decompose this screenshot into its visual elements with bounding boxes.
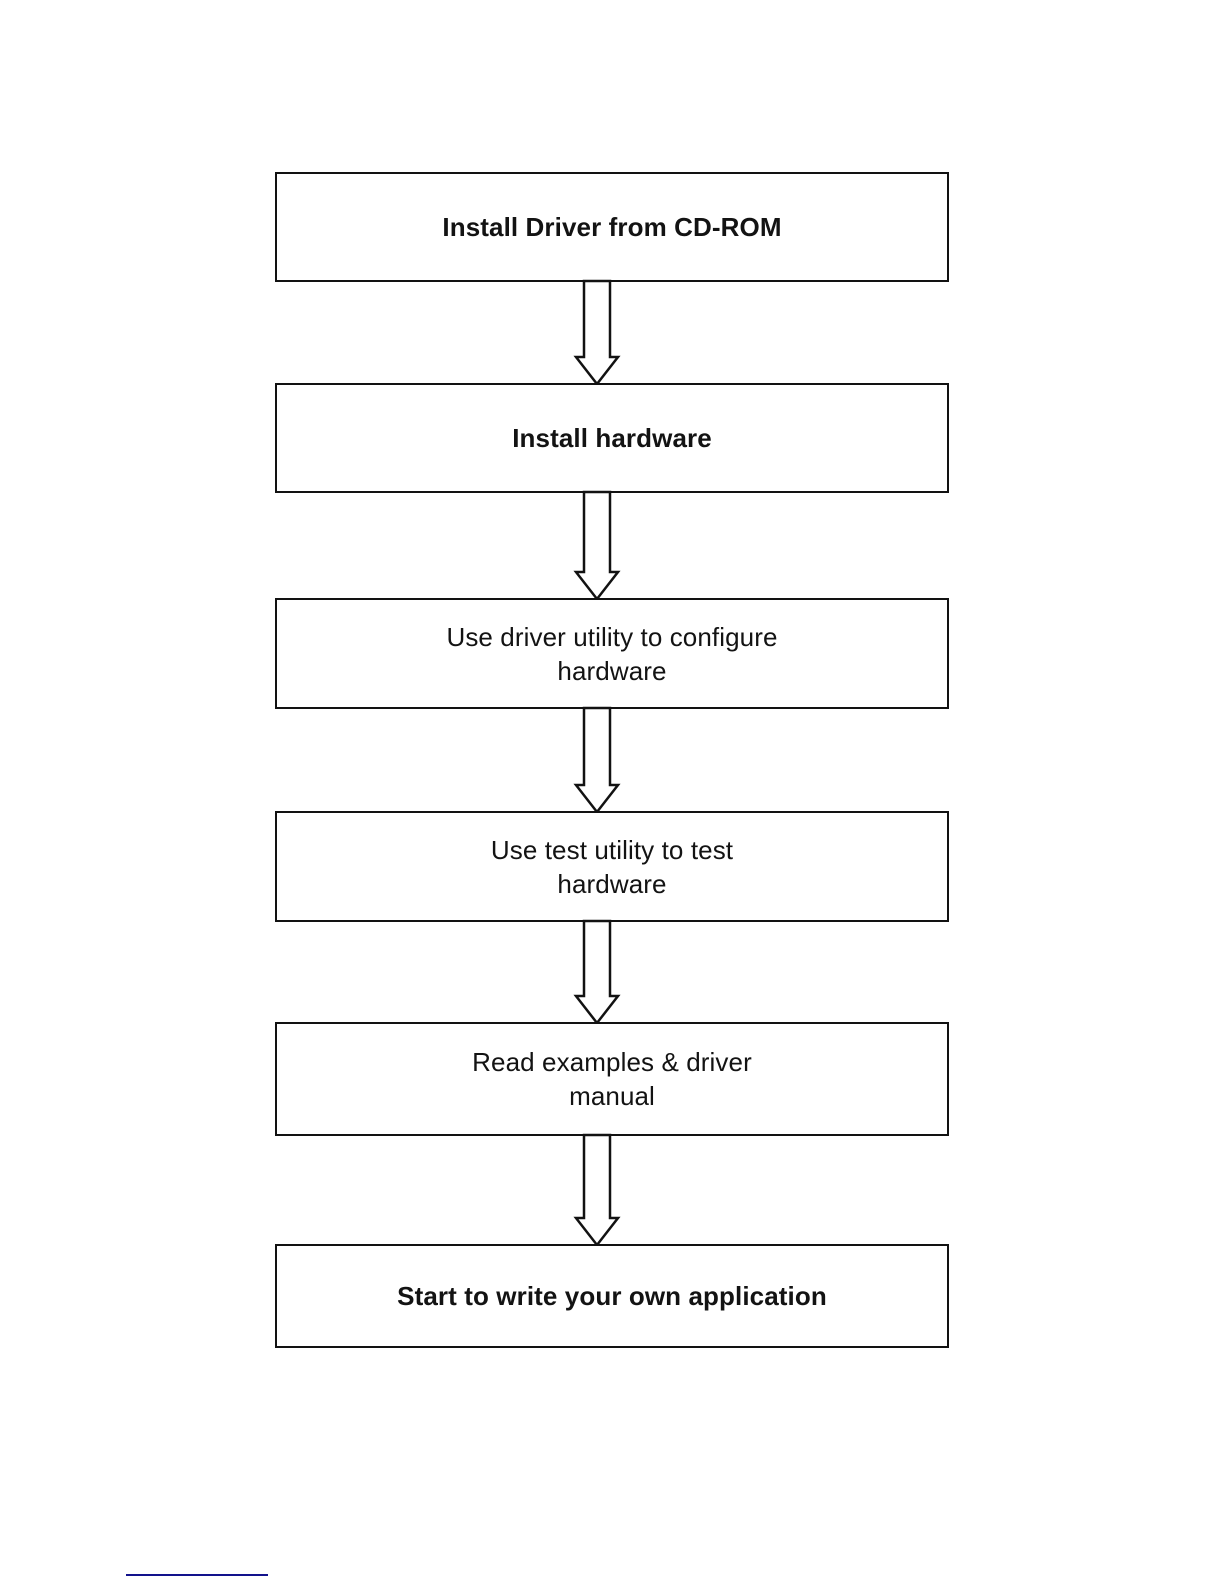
flowchart-node-label: Use driver utility to configure hardware — [446, 621, 778, 686]
block-arrow-down-icon — [573, 706, 621, 815]
flowchart-connector-arrow-1 — [0, 279, 1224, 387]
flowchart-node-label: Install Driver from CD-ROM — [442, 212, 782, 242]
flowchart-connector-arrow-2 — [0, 490, 1224, 602]
flowchart-node-label: Start to write your own application — [397, 1281, 827, 1311]
flowchart-connector-arrow-4 — [0, 919, 1224, 1026]
flowchart-node-read-examples-and-driver-manual: Read examples & driver manual — [275, 1022, 949, 1136]
flowchart-connector-arrow-5 — [0, 1133, 1224, 1248]
flowchart-node-use-test-utility-to-test-hardware: Use test utility to test hardware — [275, 811, 949, 922]
footer-divider-rule — [126, 1574, 268, 1576]
flowchart-node-label: Use test utility to test hardware — [490, 834, 734, 899]
flowchart-node-install-hardware: Install hardware — [275, 383, 949, 493]
flowchart-node-start-to-write-your-own-application: Start to write your own application — [275, 1244, 949, 1348]
flowchart-node-label: Read examples & driver manual — [472, 1047, 752, 1111]
flowchart-node-use-driver-utility-to-configure-hardware: Use driver utility to configure hardware — [275, 598, 949, 709]
flowchart-node-install-driver-from-cd-rom: Install Driver from CD-ROM — [275, 172, 949, 282]
block-arrow-down-icon — [573, 490, 621, 602]
flowchart-connector-arrow-3 — [0, 706, 1224, 815]
block-arrow-down-icon — [573, 279, 621, 387]
block-arrow-down-icon — [573, 1133, 621, 1248]
block-arrow-down-icon — [573, 919, 621, 1026]
flowchart-node-label: Install hardware — [512, 423, 712, 453]
